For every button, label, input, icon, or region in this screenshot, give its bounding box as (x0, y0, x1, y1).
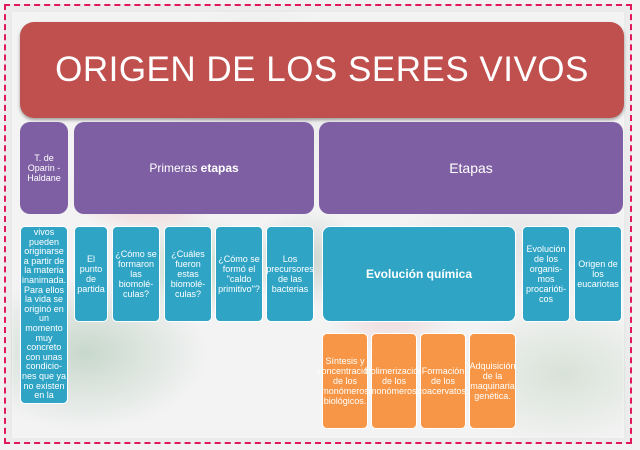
eucariotas-text: Origen de los eucariotas (577, 259, 619, 289)
primeras-item-3: ¿Cuáles fueron estas biomolé-culas? (164, 226, 212, 322)
primeras-item-4-text: ¿Cómo se formó el "caldo primitivo"? (218, 254, 260, 294)
quimica-item-1-text: Síntesis y concentración de los monómero… (316, 356, 374, 406)
primeras-etapas-box: Primeras etapas (74, 122, 314, 214)
theory-box: T. de Oparin - Haldane (20, 122, 68, 214)
theory-label: T. de Oparin - Haldane (27, 153, 61, 183)
primeras-item-2-text: ¿Cómo se formaron las biomolé-culas? (115, 249, 157, 299)
quimica-item-2: Polimerización de los monómeros. (365, 333, 423, 429)
primeras-item-5-text: Los precursores de las bacterias (266, 254, 314, 294)
theory-text-box: vivos pueden originarse a partir de la m… (20, 226, 68, 404)
theory-text: vivos pueden originarse a partir de la m… (21, 227, 67, 401)
quimica-item-3-text: Formación de los coacervatos. (417, 366, 469, 396)
primeras-etapas-label: Primeras etapas (149, 161, 238, 175)
primeras-bold: etapas (200, 161, 239, 175)
primeras-item-1: El punto de partida (74, 226, 108, 322)
eucariotas-box: Origen de los eucariotas (574, 226, 622, 322)
etapas-box: Etapas (319, 122, 623, 214)
quimica-item-2-text: Polimerización de los monómeros. (364, 366, 424, 396)
primeras-item-1-text: El punto de partida (77, 254, 105, 294)
quimica-item-3: Formación de los coacervatos. (417, 333, 469, 429)
evolucion-quimica-label: Evolución química (365, 267, 473, 281)
primeras-item-3-text: ¿Cuáles fueron estas biomolé-culas? (170, 249, 206, 299)
evolucion-quimica-box: Evolución química (322, 226, 516, 322)
quimica-item-4: Adquisición de la maquinaria genética. (469, 333, 516, 429)
etapas-label: Etapas (449, 160, 493, 176)
primeras-prefix: Primeras (149, 161, 201, 175)
title-box: ORIGEN DE LOS SERES VIVOS (20, 22, 624, 118)
title-text: ORIGEN DE LOS SERES VIVOS (55, 50, 589, 89)
quimica-item-1: Síntesis y concentración de los monómero… (317, 333, 373, 429)
primeras-item-4: ¿Cómo se formó el "caldo primitivo"? (215, 226, 263, 322)
procariotas-box: Evolución de los organis-mos procarióti-… (522, 226, 570, 322)
procariotas-text: Evolución de los organis-mos procarióti-… (525, 244, 566, 304)
primeras-item-2: ¿Cómo se formaron las biomolé-culas? (112, 226, 160, 322)
quimica-item-4-text: Adquisición de la maquinaria genética. (469, 361, 516, 401)
primeras-item-5: Los precursores de las bacterias (266, 226, 314, 322)
